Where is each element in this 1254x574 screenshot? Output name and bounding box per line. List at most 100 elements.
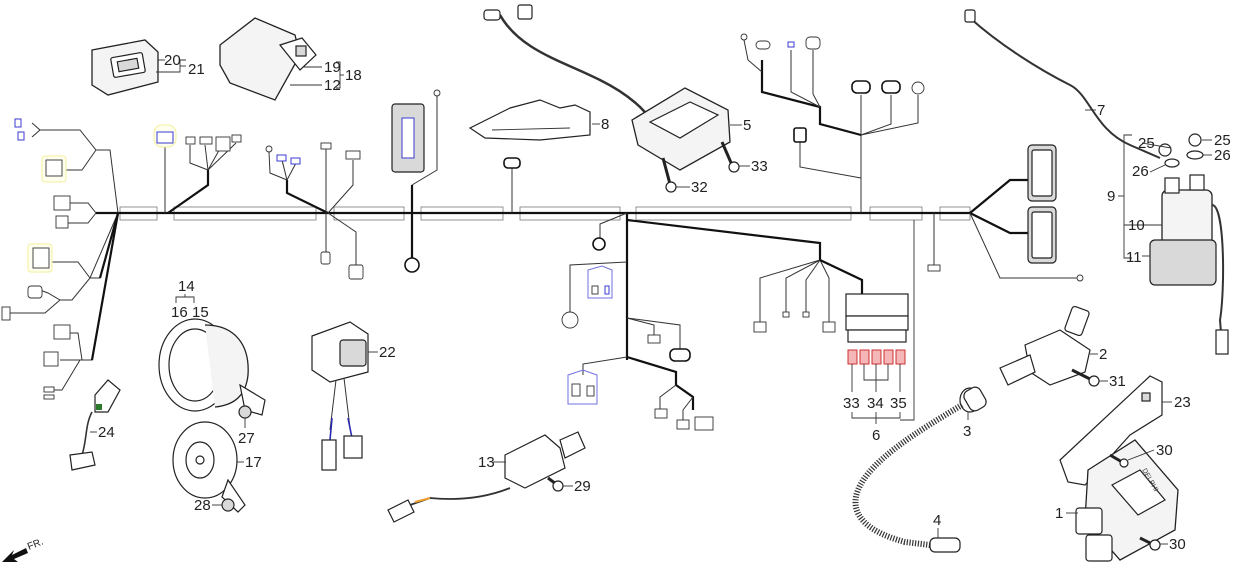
connector-icon (647, 334, 661, 344)
callout-31: 33 (751, 158, 768, 175)
callout-13: 13 (478, 454, 495, 471)
fuse-box-cover (845, 293, 909, 317)
connector-icon (1, 306, 11, 321)
connector-icon (27, 285, 43, 299)
callout-6: 6 (872, 427, 880, 444)
callout-1: 1 (1055, 505, 1063, 522)
bolt-31b (720, 141, 740, 173)
connector-icon (320, 142, 332, 150)
connector-icon (694, 416, 714, 431)
part-starter-relay-9[interactable] (1149, 174, 1229, 355)
connector-icon (321, 439, 337, 471)
connector-icon (911, 81, 925, 95)
callout-20: 20 (164, 52, 181, 69)
harness-top-right-branches (740, 33, 925, 213)
callout-25: 25 (1214, 132, 1231, 149)
part-bracket-23[interactable] (1059, 375, 1163, 486)
callout-26: 28 (194, 497, 211, 514)
part-ecu-1[interactable]: DELPHI (1075, 439, 1179, 562)
part-horn-14[interactable] (158, 318, 266, 416)
harness-center-branches (561, 212, 941, 431)
callout-21: 21 (188, 61, 205, 78)
part-relay-18[interactable] (219, 17, 317, 101)
part-cap-3[interactable] (959, 385, 988, 413)
connector-icon (755, 40, 771, 50)
part-sub-harness-24[interactable] (69, 379, 121, 471)
connector-icon (387, 499, 415, 523)
fuse-row (847, 349, 906, 365)
connector-icon (345, 150, 361, 160)
connector-icon (927, 264, 941, 272)
callout-18: 18 (345, 67, 362, 84)
part-coiled-cable-4[interactable] (852, 402, 964, 553)
callout-26: 27 (238, 430, 255, 447)
connector-icon (851, 80, 871, 94)
callout-5: 5 (743, 117, 751, 134)
bolt-29 (547, 476, 564, 492)
connector-icon (185, 136, 196, 145)
connector-icon (199, 136, 213, 145)
ecu-connector (1085, 534, 1113, 562)
callout-10: 10 (1128, 217, 1145, 234)
callout-11: 11 (1126, 249, 1142, 266)
connector-icon (805, 36, 821, 50)
harness-right-branches (969, 144, 1084, 282)
callout-25: 25 (1138, 135, 1155, 152)
ecu-connector (1075, 507, 1103, 535)
callout-15: 15 (192, 304, 209, 321)
connector-icon (43, 394, 55, 400)
connector-icon (53, 324, 71, 340)
connector-icon (320, 251, 331, 265)
harness-left-branches (1, 118, 120, 400)
connector-icon (45, 159, 63, 177)
connector-icon (43, 351, 59, 367)
bolt-30a (1109, 453, 1129, 468)
callout-30: 30 (1156, 442, 1173, 459)
callout-3: 3 (963, 423, 971, 440)
washer-27 (1186, 150, 1204, 160)
callout-24: 24 (98, 424, 115, 441)
bolt-30b (1139, 536, 1161, 551)
connector-icon (793, 127, 807, 143)
callout-9: 9 (1107, 188, 1115, 205)
part-injector-2[interactable] (999, 305, 1091, 386)
callout-30: 30 (1169, 536, 1186, 553)
relay-cover (1149, 239, 1217, 286)
nut-26b (221, 498, 235, 512)
callout-27: 26 (1214, 147, 1231, 164)
starter-relay-body (1161, 189, 1213, 246)
main-harness-trunk (118, 206, 972, 221)
connector-icon (14, 118, 22, 128)
callout-2: 2 (1099, 346, 1107, 363)
front-direction-arrow-icon (2, 548, 28, 562)
callout-31: 32 (691, 179, 708, 196)
callout-22: 22 (379, 344, 396, 361)
callout-14: 14 (178, 278, 195, 295)
part-regulator-5[interactable] (483, 4, 731, 171)
part-module-21[interactable] (91, 39, 159, 96)
front-direction-label: FR. (26, 537, 45, 553)
connector-icon (53, 195, 71, 211)
nut-25b (1188, 133, 1202, 147)
connector-icon (43, 386, 55, 393)
connector-icon (669, 348, 691, 362)
callout-35: 35 (890, 395, 907, 412)
connector-icon (404, 257, 420, 273)
part-flasher-relay-22[interactable] (311, 321, 369, 471)
connector-icon (17, 131, 25, 141)
part-bracket-8[interactable] (468, 99, 591, 141)
callout-16: 16 (171, 304, 188, 321)
harness-top-branches-left (153, 89, 521, 280)
part-horn-17[interactable] (172, 421, 246, 513)
connector-icon (55, 215, 69, 229)
connector-icon (592, 237, 606, 251)
callout-33: 33 (843, 395, 860, 412)
callout-28: 26 (1132, 163, 1149, 180)
callout-7: 7 (1097, 102, 1105, 119)
part-starter-cable-7[interactable] (964, 9, 1161, 159)
connector-icon (503, 157, 521, 169)
part-solenoid-13[interactable] (387, 431, 586, 523)
connector-icon (348, 264, 364, 280)
callout-29: 29 (574, 478, 591, 495)
